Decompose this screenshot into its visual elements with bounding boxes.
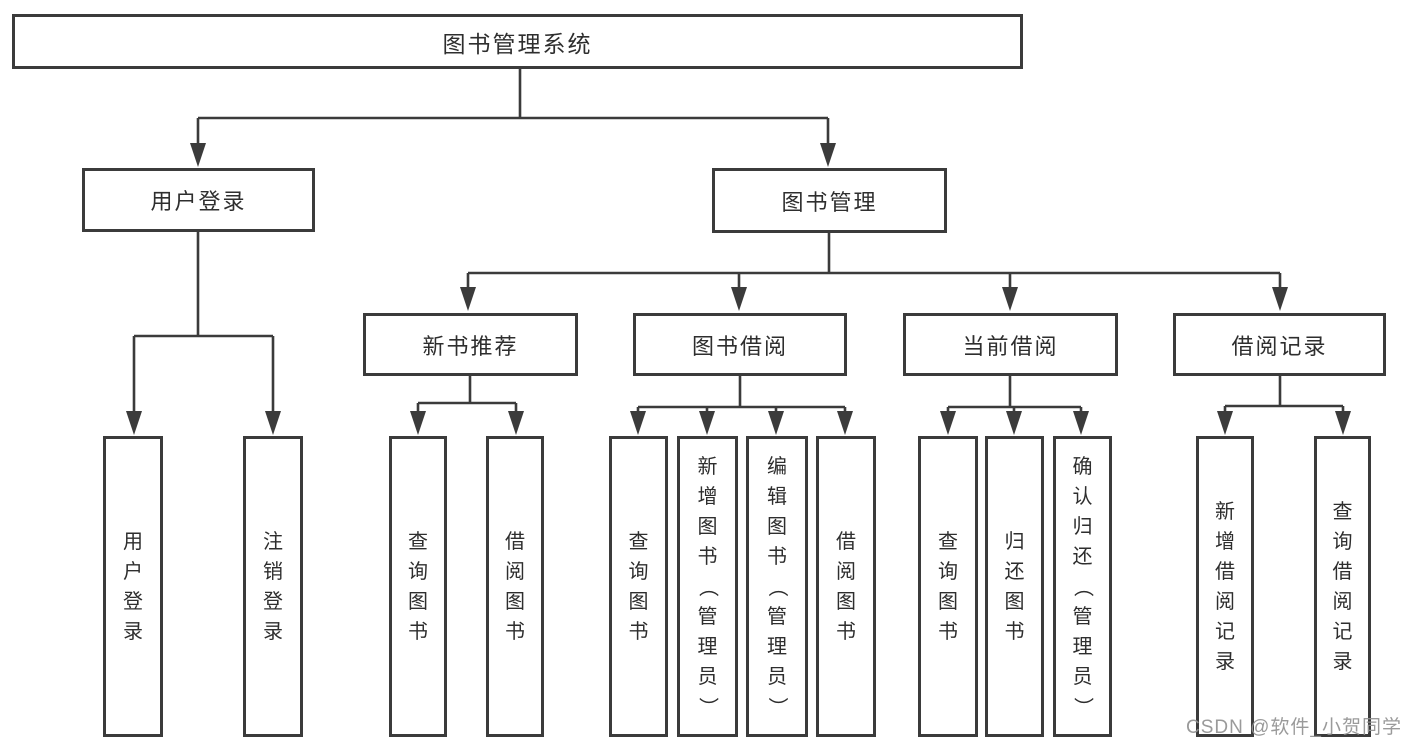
node-library-system: 图书管理系统 (12, 14, 1023, 69)
arrow-down-icon (126, 411, 142, 435)
arrow-down-icon (508, 411, 524, 435)
arrow-down-icon (1006, 411, 1022, 435)
node-borrow-record: 借阅记录 (1173, 313, 1386, 376)
connector-book-management-children (460, 233, 1288, 311)
leaf-logout: 注销登录 (243, 436, 303, 737)
arrow-down-icon (768, 411, 784, 435)
leaf-query-book-recommend: 查询图书 (389, 436, 447, 737)
arrow-down-icon (699, 411, 715, 435)
arrow-down-icon (1073, 411, 1089, 435)
arrow-down-icon (1272, 287, 1288, 311)
leaf-edit-book-admin: 编辑图书（管理员） (746, 436, 808, 737)
leaf-add-borrow-record: 新增借阅记录 (1196, 436, 1254, 737)
connector-borrow-record-children (1217, 376, 1351, 435)
leaf-query-book-current: 查询图书 (918, 436, 978, 737)
arrow-down-icon (837, 411, 853, 435)
arrow-down-icon (630, 411, 646, 435)
arrow-down-icon (190, 143, 206, 167)
connector-root-to-level1 (190, 69, 836, 167)
arrow-down-icon (1002, 287, 1018, 311)
node-book-management: 图书管理 (712, 168, 947, 233)
connector-user-login-children (126, 232, 281, 435)
leaf-borrow-book: 借阅图书 (816, 436, 876, 737)
leaf-query-book-borrow: 查询图书 (609, 436, 668, 737)
arrow-down-icon (460, 287, 476, 311)
arrow-down-icon (820, 143, 836, 167)
arrow-down-icon (1335, 411, 1351, 435)
node-user-login: 用户登录 (82, 168, 315, 232)
node-new-book-recommend: 新书推荐 (363, 313, 578, 376)
arrow-down-icon (940, 411, 956, 435)
connector-new-book-recommend-children (410, 376, 524, 435)
leaf-query-borrow-record: 查询借阅记录 (1314, 436, 1371, 737)
leaf-return-book: 归还图书 (985, 436, 1044, 737)
arrow-down-icon (1217, 411, 1233, 435)
node-current-borrow: 当前借阅 (903, 313, 1118, 376)
leaf-borrow-book-recommend: 借阅图书 (486, 436, 544, 737)
arrow-down-icon (731, 287, 747, 311)
leaf-add-book-admin: 新增图书（管理员） (677, 436, 738, 737)
leaf-user-login: 用户登录 (103, 436, 163, 737)
arrow-down-icon (265, 411, 281, 435)
leaf-confirm-return-admin: 确认归还（管理员） (1053, 436, 1112, 737)
csdn-watermark: CSDN @软件_小贺同学 (1186, 717, 1402, 738)
connector-current-borrow-children (940, 376, 1089, 435)
connector-book-borrow-children (630, 376, 853, 435)
arrow-down-icon (410, 411, 426, 435)
node-book-borrow: 图书借阅 (633, 313, 847, 376)
